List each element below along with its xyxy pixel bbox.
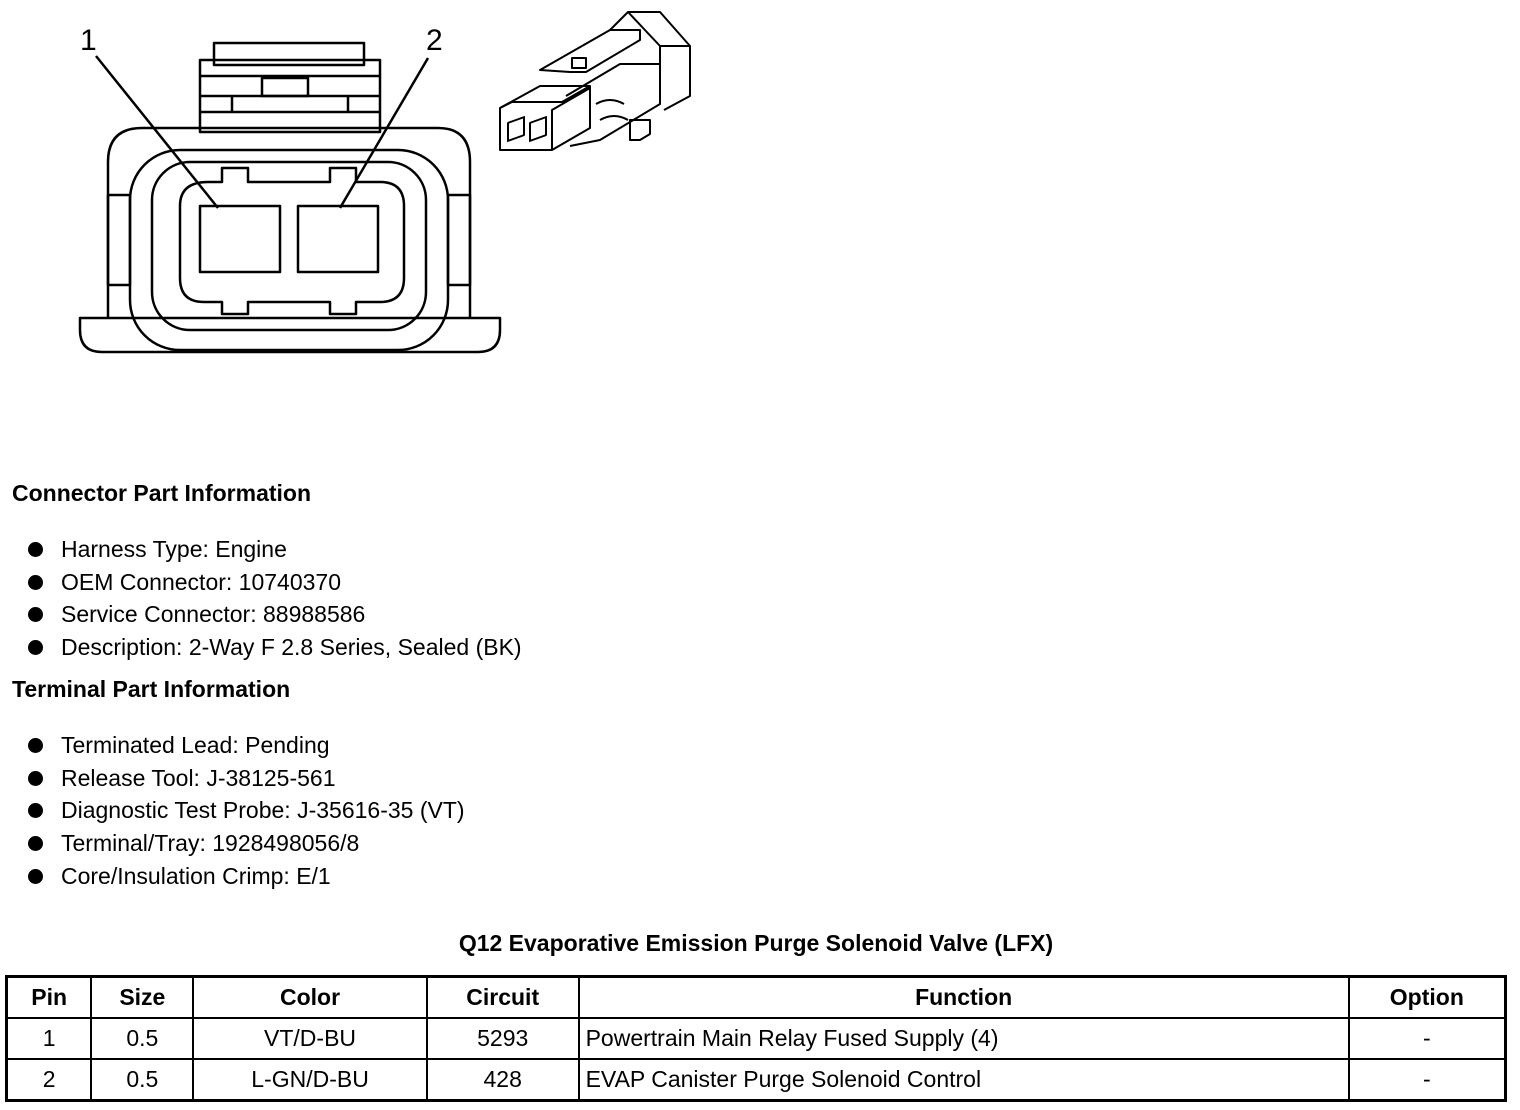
list-item: Terminal/Tray: 1928498056/8 [28,827,465,860]
bullet-icon [28,869,43,885]
cell-color: VT/D-BU [192,1017,428,1060]
table-row: 1 0.5 VT/D-BU 5293 Powertrain Main Relay… [5,1017,1507,1060]
terminated-lead: Terminated Lead: Pending [61,731,330,758]
column-header-function: Function [577,975,1350,1019]
connector-seal-outer [128,148,450,352]
cell-color: L-GN/D-BU [192,1058,428,1102]
callout-line-2 [338,57,430,209]
connector-service: Service Connector: 88988586 [61,601,366,628]
list-item: Description: 2-Way F 2.8 Series, Sealed … [28,631,522,664]
list-item: Service Connector: 88988586 [28,599,522,632]
bullet-icon [28,803,43,819]
connector-housing [78,316,502,354]
release-tool: Release Tool: J-38125-561 [61,764,336,791]
cell-option: - [1347,1058,1507,1102]
bullet-icon [28,770,43,786]
pinout-table-title: Q12 Evaporative Emission Purge Solenoid … [458,930,1054,956]
bullet-icon [28,640,43,656]
cell-option: - [1347,1017,1507,1060]
bullet-icon [28,607,43,623]
cell-size: 0.5 [90,1058,195,1102]
connector-description: Description: 2-Way F 2.8 Series, Sealed … [61,634,522,661]
terminal-cavity-2 [296,204,380,274]
list-item: Harness Type: Engine [28,533,522,566]
connector-info-heading: Connector Part Information [12,480,312,506]
table-header-row: Pin Size Color Circuit Function Option [5,975,1507,1019]
connector-diagram: 1 2 [78,11,691,354]
cell-pin: 1 [5,1017,93,1060]
column-header-pin: Pin [5,975,93,1019]
callout-label-2: 2 [426,24,443,57]
connector-seal-inner [150,160,428,332]
connector-info-list: Harness Type: Engine OEM Connector: 1074… [28,533,522,664]
connector-lock-tab [198,41,382,134]
cavity-frame [178,166,406,316]
column-header-size: Size [90,975,195,1019]
cell-circuit: 5293 [425,1017,580,1060]
connector-harness-type: Harness Type: Engine [61,535,287,562]
connector-oem: OEM Connector: 10740370 [61,568,342,595]
pinout-table: Pin Size Color Circuit Function Option 1… [5,975,1507,1102]
core-insulation-crimp: Core/Insulation Crimp: E/1 [61,863,331,890]
list-item: Diagnostic Test Probe: J-35616-35 (VT) [28,795,465,828]
terminal-info-heading: Terminal Part Information [12,676,291,702]
connector-isometric-icon [499,11,691,151]
terminal-cavity-1 [198,204,282,274]
bullet-icon [28,541,43,557]
diagnostic-test-probe: Diagnostic Test Probe: J-35616-35 (VT) [61,797,465,824]
cell-size: 0.5 [90,1017,195,1060]
terminal-tray: Terminal/Tray: 1928498056/8 [61,830,360,857]
list-item: Release Tool: J-38125-561 [28,762,465,795]
cell-function: Powertrain Main Relay Fused Supply (4) [577,1017,1350,1060]
cell-circuit: 428 [425,1058,580,1102]
column-header-option: Option [1347,975,1507,1019]
bullet-icon [28,574,43,590]
list-item: Terminated Lead: Pending [28,729,465,762]
callout-label-1: 1 [80,24,97,57]
column-header-color: Color [192,975,428,1019]
list-item: Core/Insulation Crimp: E/1 [28,860,465,893]
callout-line-1 [95,55,219,209]
table-row: 2 0.5 L-GN/D-BU 428 EVAP Canister Purge … [5,1058,1507,1102]
column-header-circuit: Circuit [425,975,580,1019]
bullet-icon [28,737,43,753]
list-item: OEM Connector: 10740370 [28,566,522,599]
cell-pin: 2 [5,1058,93,1102]
bullet-icon [28,836,43,852]
terminal-info-list: Terminated Lead: Pending Release Tool: J… [28,729,465,893]
cell-function: EVAP Canister Purge Solenoid Control [577,1058,1350,1102]
